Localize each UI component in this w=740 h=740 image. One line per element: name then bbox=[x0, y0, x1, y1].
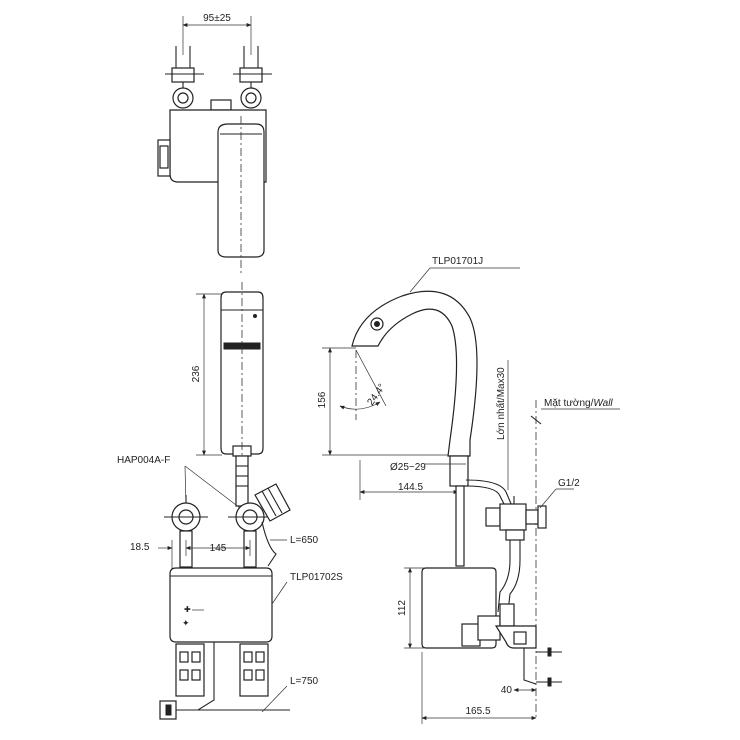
dim-wall-offset: 40 bbox=[501, 685, 513, 696]
dim-hose-650: L=650 bbox=[290, 535, 319, 546]
dim-box-height: 112 bbox=[397, 600, 408, 616]
front-view: 236 HAP004A-F bbox=[117, 282, 343, 720]
dim-hose-750: L=750 bbox=[290, 676, 319, 687]
dim-faucet-height: 156 bbox=[317, 391, 328, 408]
control-box-front: ✚ ✦ bbox=[169, 567, 273, 643]
dim-side-offset: 18.5 bbox=[130, 542, 150, 553]
right-connector bbox=[233, 46, 272, 109]
svg-text:✚: ✚ bbox=[184, 605, 191, 614]
dim-base-diameter: Ø25~29 bbox=[390, 462, 426, 473]
label-faucet-model: TLP01701J bbox=[432, 256, 483, 267]
lower-brackets bbox=[175, 643, 269, 697]
dim-side-span: 145 bbox=[210, 543, 227, 554]
label-wall: Mặt tường/Wall bbox=[544, 398, 613, 409]
left-connector bbox=[165, 46, 204, 109]
dim-sensor-height: 236 bbox=[191, 365, 202, 382]
label-control-box-model: TLP01702S bbox=[290, 572, 343, 583]
dim-reach: 144.5 bbox=[398, 482, 423, 493]
left-valve bbox=[164, 495, 208, 568]
right-valve bbox=[228, 483, 291, 568]
svg-text:✦: ✦ bbox=[182, 618, 190, 628]
dim-deck-thickness: Lớn nhất/Max30 bbox=[495, 367, 507, 440]
dim-connector-spacing: 95±25 bbox=[203, 13, 231, 24]
side-valve bbox=[485, 496, 547, 531]
side-view: TLP01701J 156 24.4° Ø25~29 144.5 Lớn nhấ… bbox=[317, 256, 620, 724]
dim-total-depth: 165.5 bbox=[465, 706, 490, 717]
top-view: 95±25 bbox=[157, 13, 272, 275]
wall-bracket bbox=[477, 603, 562, 687]
label-valve-model: HAP004A-F bbox=[117, 455, 170, 466]
dim-thread: G1/2 bbox=[558, 478, 580, 489]
